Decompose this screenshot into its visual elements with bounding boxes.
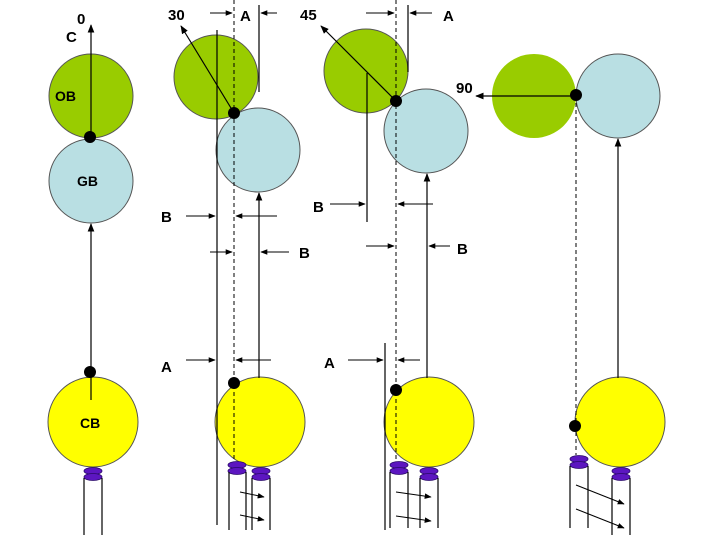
cb-ball <box>574 376 666 468</box>
dim-label-a-lower: A <box>324 355 335 372</box>
rotation-arrow <box>320 25 397 102</box>
cb-ball <box>383 376 475 468</box>
disc <box>251 473 271 481</box>
panel-45deg: 45 A B B A <box>300 0 475 530</box>
cb-dot <box>390 384 402 396</box>
dim-label-b-left: B <box>161 209 172 226</box>
joint-dot <box>84 131 96 143</box>
disc-stack-right <box>251 467 271 481</box>
cb-label: CB <box>80 415 100 431</box>
axis-label-c: C <box>66 29 77 46</box>
rotation-arrow <box>180 25 235 114</box>
motion-arrow <box>239 491 265 499</box>
panel-0deg: 0 C OB GB CB <box>47 11 139 535</box>
motion-arrow <box>395 491 432 499</box>
dim-label-a-top: A <box>240 8 251 25</box>
cb-dot <box>228 377 240 389</box>
dim-label-a-top: A <box>443 8 454 25</box>
motion-arrow <box>395 515 432 523</box>
gb-label: GB <box>77 173 98 189</box>
joint-dot <box>228 107 240 119</box>
motion-arrow <box>575 508 625 529</box>
disc-stack-left <box>389 461 409 475</box>
disc <box>569 461 589 469</box>
cb-dot <box>569 420 581 432</box>
disc-stack-right <box>611 467 631 481</box>
disc <box>227 467 247 475</box>
ob-label: OB <box>55 88 76 104</box>
dim-label-b-right: B <box>457 241 468 258</box>
joint-dot <box>570 89 582 101</box>
angle-label: 0 <box>77 11 85 28</box>
angle-label: 45 <box>300 7 317 24</box>
motion-arrow <box>239 514 265 522</box>
gb-ball <box>215 107 301 193</box>
angle-label: 90 <box>456 80 473 97</box>
disc <box>389 467 409 475</box>
disc <box>611 473 631 481</box>
cb-ball <box>214 376 306 468</box>
gb-ball <box>575 53 661 139</box>
disc-stack-left <box>227 461 247 475</box>
angle-label: 30 <box>168 7 185 24</box>
cb-dot <box>84 366 96 378</box>
disc-stack-right <box>419 467 439 481</box>
disc-stack <box>83 467 103 481</box>
disc <box>83 473 103 481</box>
ob-ball <box>173 34 259 120</box>
dim-label-b-right: B <box>299 245 310 262</box>
disc <box>419 473 439 481</box>
panel-30deg: 30 A B B A <box>161 0 310 530</box>
motion-arrow <box>575 484 625 505</box>
dim-label-a-lower: A <box>161 359 172 376</box>
joint-dot <box>390 95 402 107</box>
dim-label-b-left: B <box>313 199 324 216</box>
panel-90deg: 90 <box>456 53 666 535</box>
gb-ball <box>383 88 469 174</box>
disc-stack-left <box>569 455 589 469</box>
